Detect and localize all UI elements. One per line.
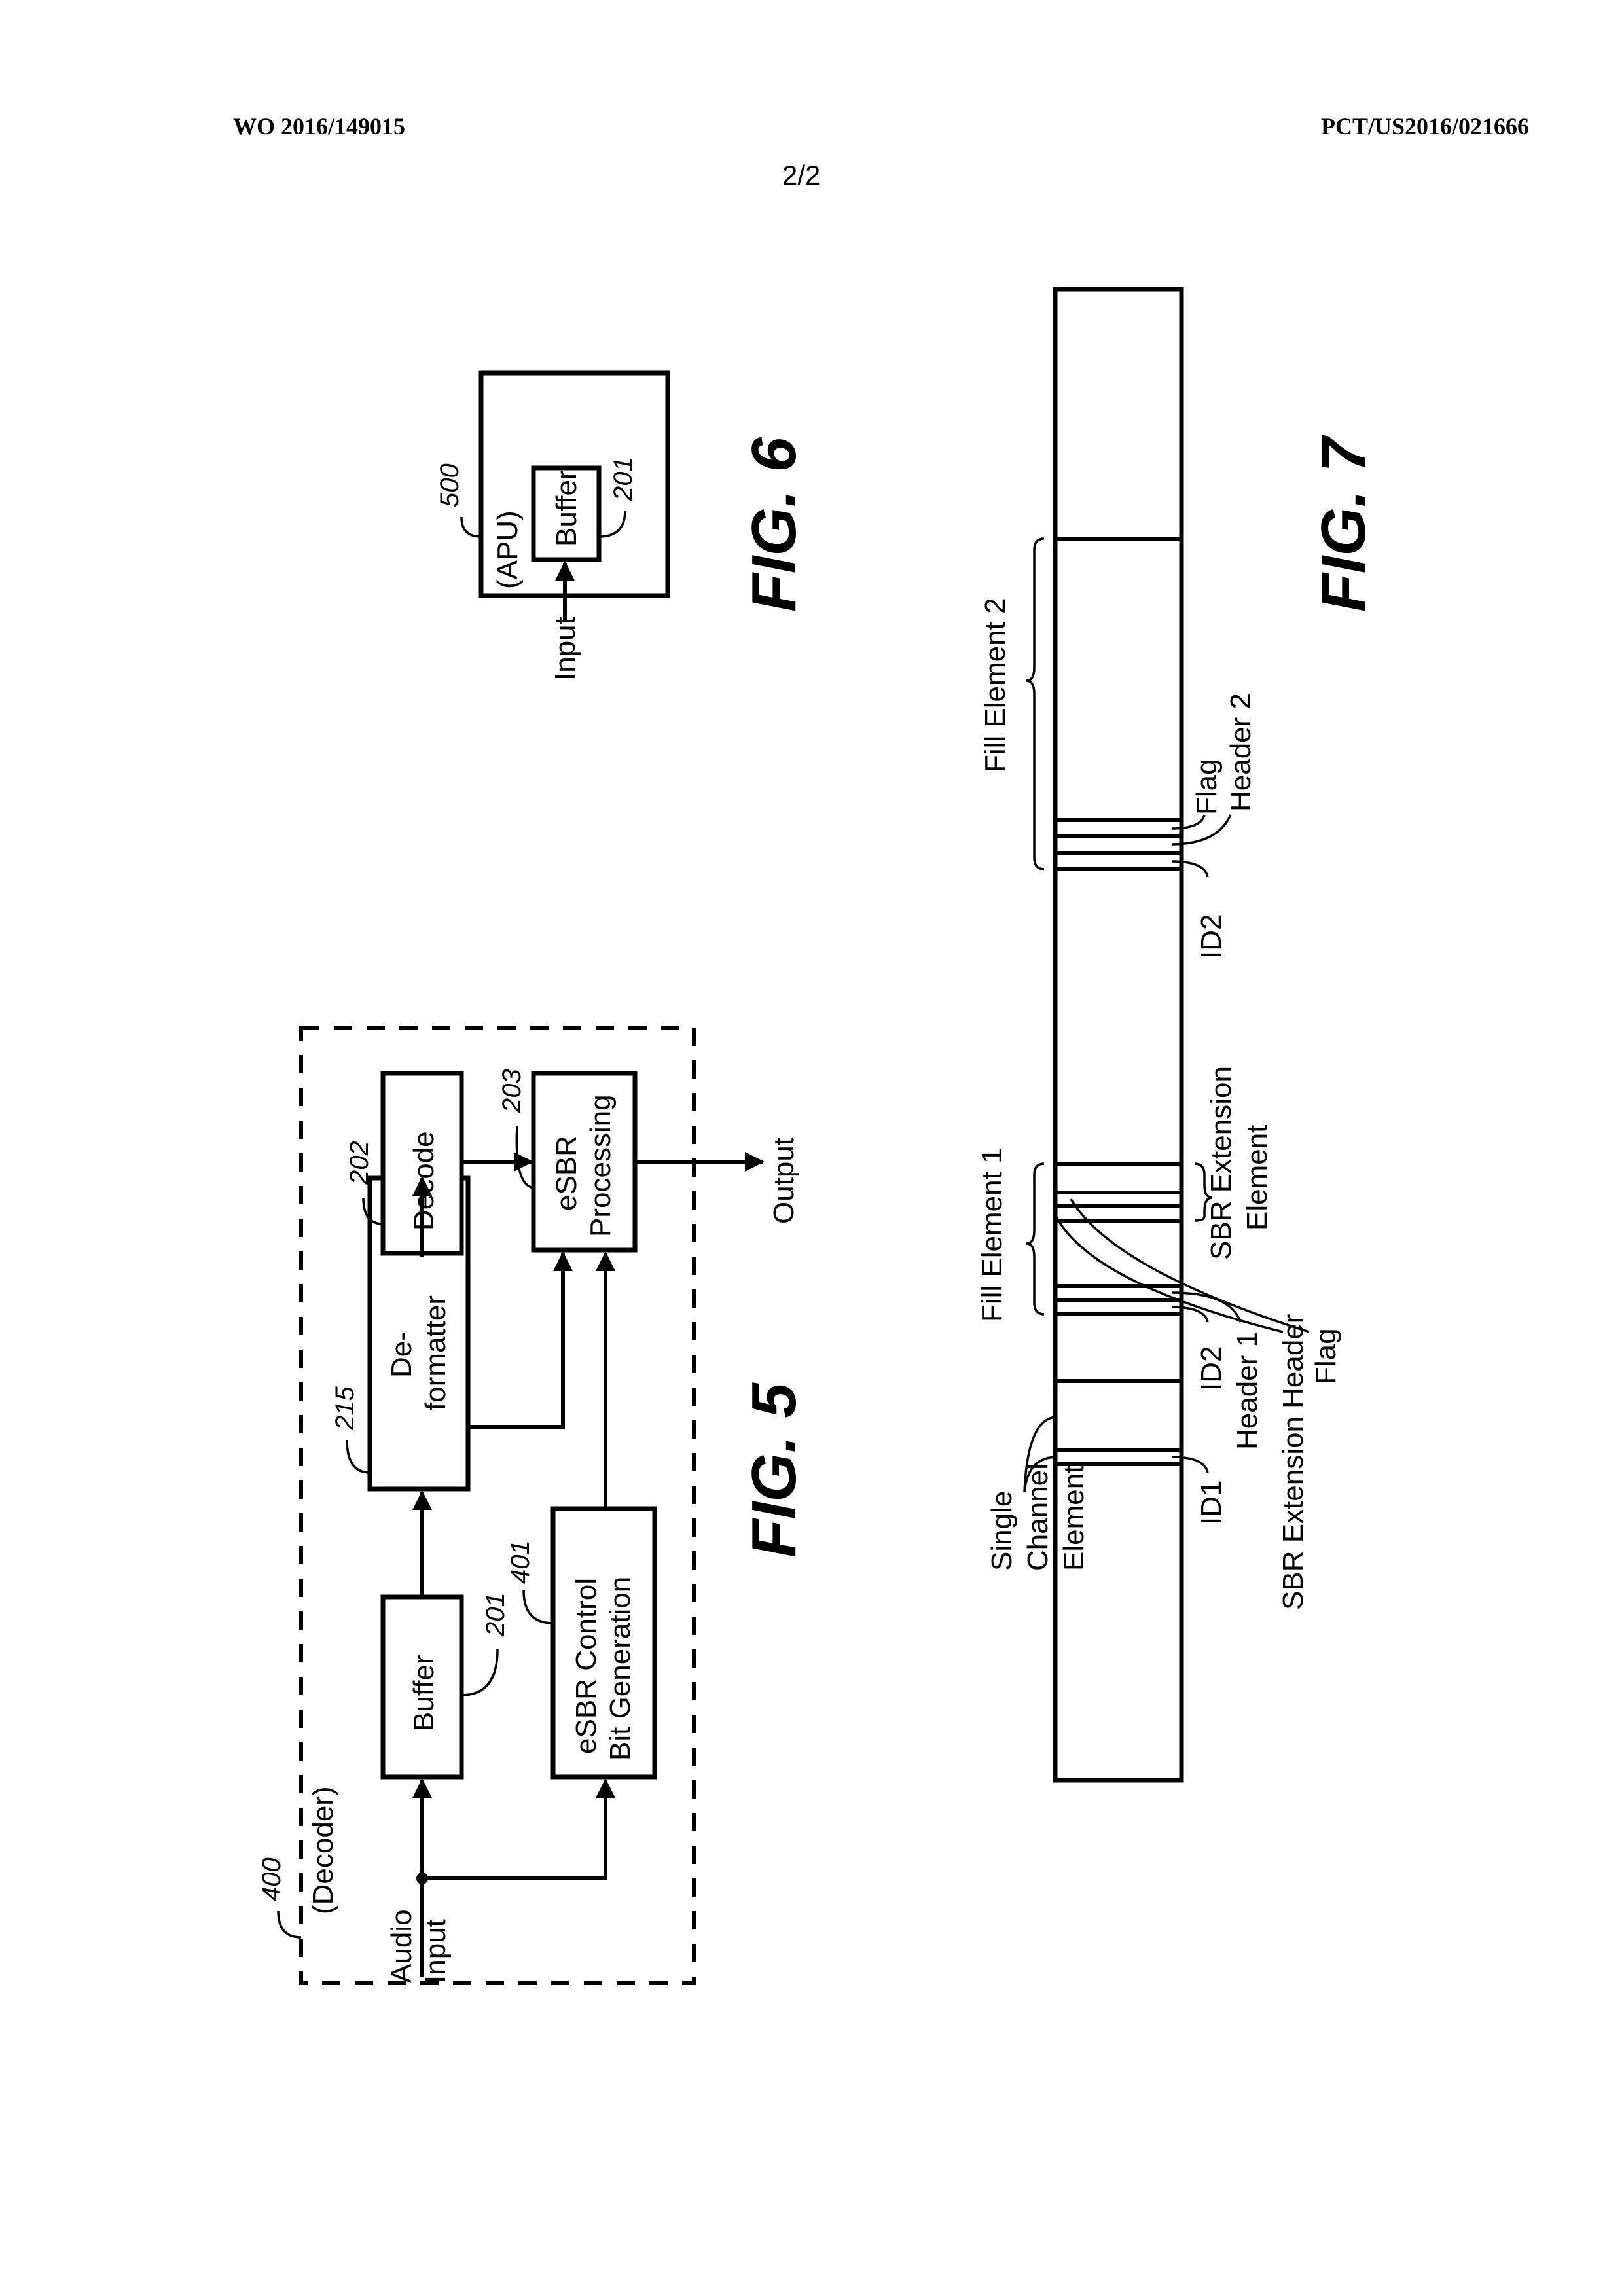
header-2-label: Header 2 bbox=[1225, 693, 1257, 812]
leader-flag-1 bbox=[1070, 1198, 1310, 1333]
leader-201 bbox=[461, 1649, 499, 1696]
ref-400: 400 bbox=[257, 1857, 286, 1901]
figure-5: Audio Input (Decoder) 400 Buffer 201 De-… bbox=[257, 1026, 809, 1985]
fill-element-1-brace bbox=[1026, 1162, 1045, 1316]
ref-215: 215 bbox=[331, 1386, 359, 1431]
leader-flag-2 bbox=[1171, 814, 1206, 830]
sce-label-2: Channel bbox=[1022, 1463, 1054, 1571]
audio-input-label-1: Audio bbox=[386, 1909, 418, 1983]
leader-id1 bbox=[1171, 1456, 1209, 1473]
sbr-ext-element-label-2: Element bbox=[1241, 1125, 1273, 1230]
ref-401: 401 bbox=[506, 1540, 535, 1584]
ref-202: 202 bbox=[345, 1141, 374, 1185]
leader-sbr-ext-header bbox=[1053, 1211, 1284, 1333]
ref-203: 203 bbox=[497, 1069, 526, 1113]
fig5-caption: FIG. 5 bbox=[739, 1382, 809, 1558]
buffer-label: Buffer bbox=[408, 1655, 440, 1731]
fig6-buffer-block bbox=[531, 465, 602, 562]
flag-b-label: Flag bbox=[1191, 759, 1223, 815]
junction-dot bbox=[416, 1873, 428, 1884]
ref-500: 500 bbox=[435, 463, 464, 507]
sbr-extension-element-brace bbox=[1194, 1162, 1213, 1222]
leader-500 bbox=[460, 516, 482, 538]
sce-label-1: Single bbox=[986, 1491, 1018, 1571]
id2-a-label: ID2 bbox=[1195, 1346, 1227, 1391]
fig6-input-label: Input bbox=[549, 617, 581, 681]
fig6-caption: FIG. 6 bbox=[739, 437, 809, 612]
audio-input-label-2: Input bbox=[420, 1919, 452, 1983]
esbr-control-label-2: Bit Generation bbox=[604, 1577, 636, 1761]
sheet-number: 2/2 bbox=[782, 160, 821, 190]
id1-label: ID1 bbox=[1195, 1480, 1227, 1525]
figure-6: Input (APU) 500 Buffer 201 FIG. 6 bbox=[435, 370, 809, 681]
esbr-label-1: eSBR bbox=[550, 1136, 583, 1211]
publication-number: WO 2016/149015 bbox=[233, 113, 406, 139]
header-1-label: Header 1 bbox=[1231, 1331, 1263, 1450]
ref-201: 201 bbox=[481, 1592, 510, 1637]
esbr-control-block bbox=[550, 1506, 657, 1780]
fig7-caption: FIG. 7 bbox=[1308, 435, 1379, 612]
fill-element-1-label: Fill Element 1 bbox=[976, 1147, 1008, 1322]
sbr-ext-header-label: SBR Extension Header bbox=[1277, 1314, 1309, 1610]
leader-id2-a bbox=[1171, 1306, 1209, 1323]
deformatter-label-2: formatter bbox=[420, 1295, 452, 1410]
flag-a-label: Flag bbox=[1310, 1328, 1342, 1384]
leader-215 bbox=[346, 1439, 370, 1474]
esbr-label-2: Processing bbox=[585, 1094, 617, 1237]
leader-400 bbox=[277, 1910, 302, 1939]
decoder-boundary bbox=[299, 1026, 696, 1985]
esbr-control-label-1: eSBR Control bbox=[570, 1578, 602, 1754]
apu-label: (APU) bbox=[492, 511, 524, 589]
deformatter-to-esbr-wire bbox=[468, 1251, 573, 1429]
figure-7: Single Channel Element ID1 Fill Element … bbox=[976, 287, 1379, 1783]
leader-202 bbox=[362, 1197, 384, 1225]
fill-element-2-brace bbox=[1026, 537, 1045, 870]
deformatter-label-1: De- bbox=[386, 1331, 418, 1378]
leader-203 bbox=[515, 1125, 534, 1189]
control-input-wire bbox=[422, 1778, 615, 1880]
fill-element-2-label: Fill Element 2 bbox=[979, 598, 1011, 772]
leader-id2-b bbox=[1171, 860, 1209, 878]
decode-label: Decode bbox=[408, 1131, 440, 1230]
sbr-ext-element-label-1: SBR Extension bbox=[1205, 1066, 1237, 1260]
leader-401 bbox=[522, 1590, 554, 1624]
leader-sce-2 bbox=[1023, 1416, 1058, 1493]
fig6-buffer-label: Buffer bbox=[550, 470, 583, 547]
decoder-label: (Decoder) bbox=[307, 1786, 339, 1914]
ref-201-fig6: 201 bbox=[609, 457, 638, 501]
application-number: PCT/US2016/021666 bbox=[1321, 113, 1530, 139]
leader-header-2 bbox=[1171, 814, 1232, 846]
sce-label-3: Element bbox=[1058, 1465, 1090, 1571]
output-label: Output bbox=[768, 1138, 800, 1224]
id2-b-label: ID2 bbox=[1195, 914, 1227, 959]
leader-201-fig6 bbox=[598, 510, 626, 538]
